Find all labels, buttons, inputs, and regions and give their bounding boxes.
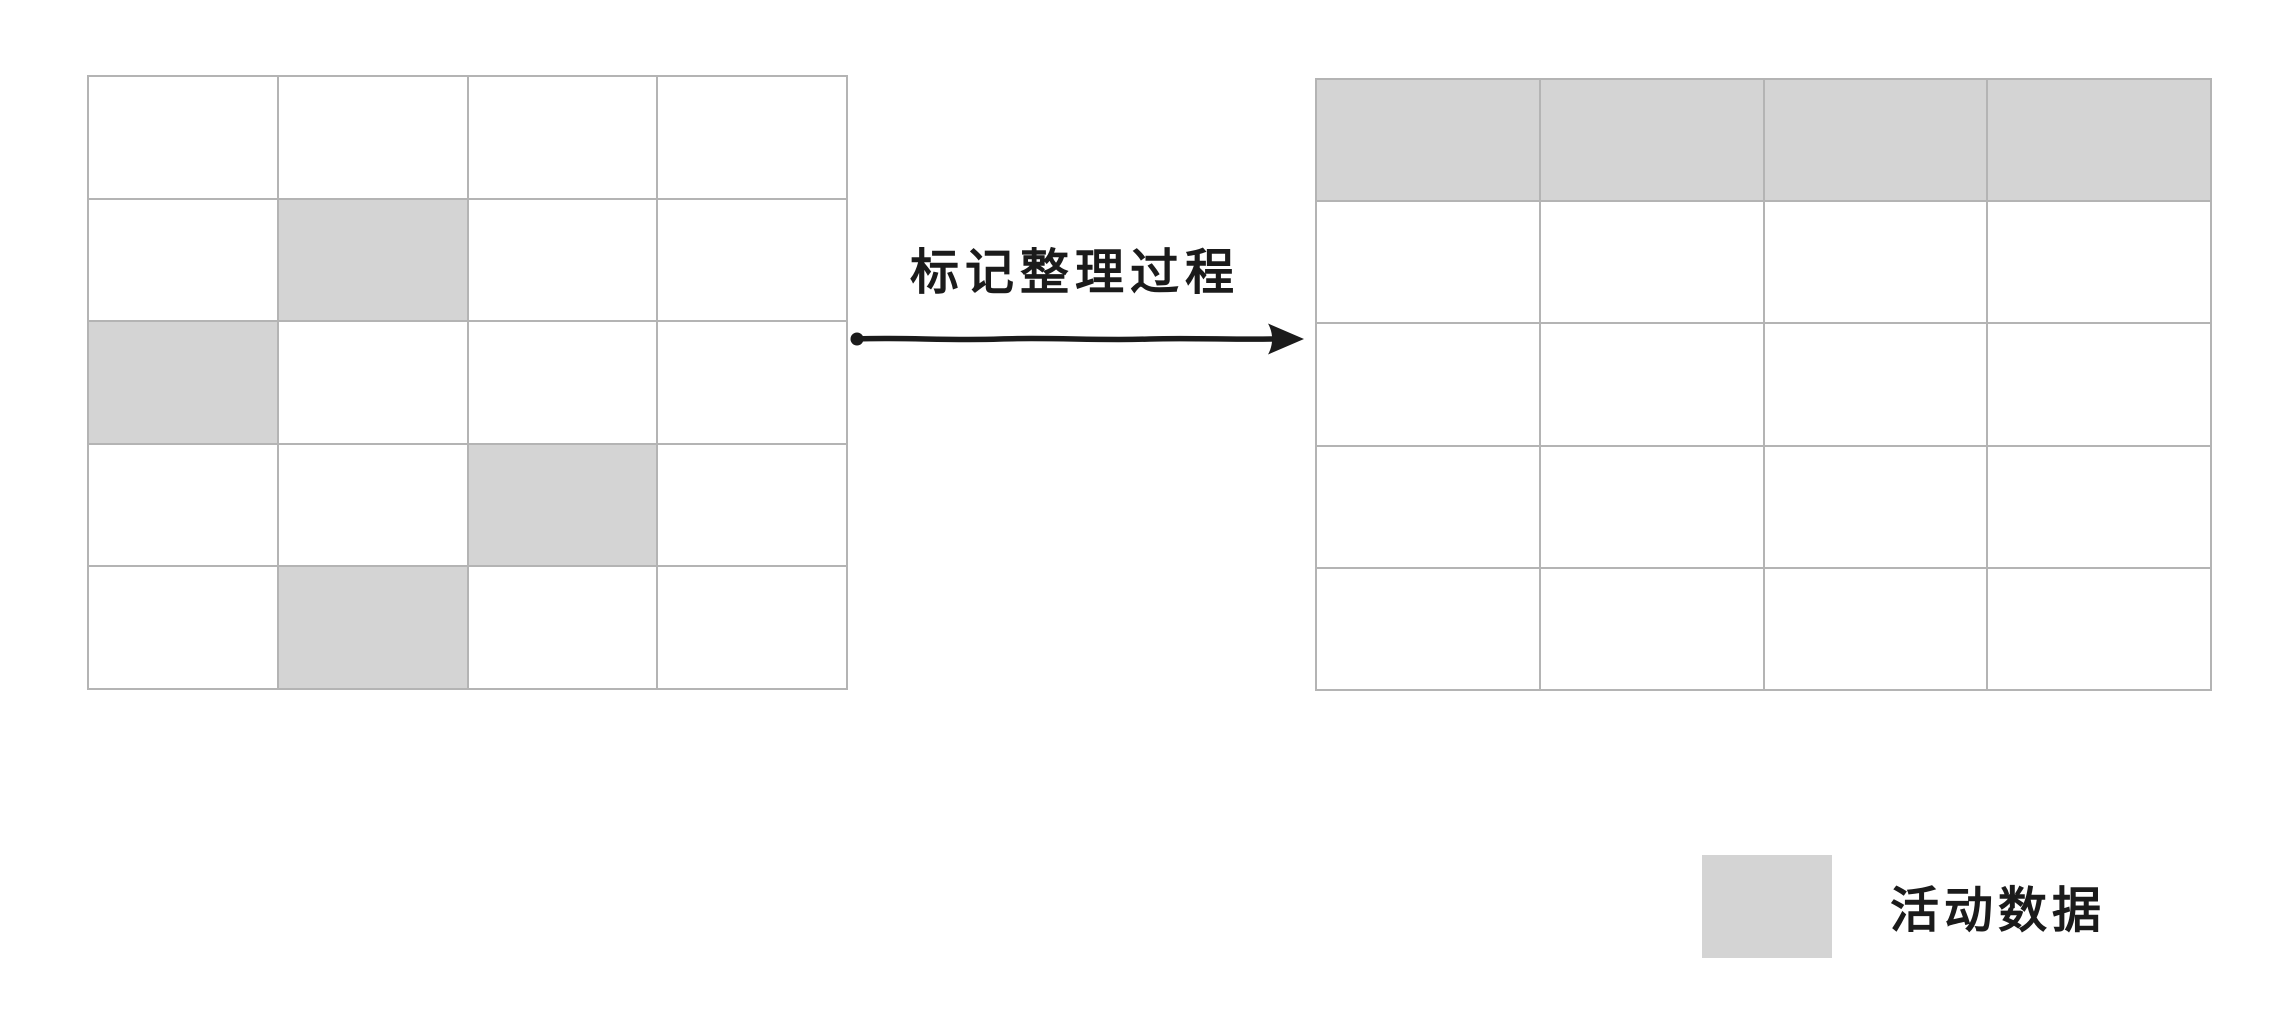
active-data-cell-r1c4 bbox=[1987, 79, 2211, 202]
active-data-cell-r5c2 bbox=[277, 566, 468, 689]
empty-cell-r4c2 bbox=[1539, 445, 1764, 568]
empty-cell-r1c3 bbox=[467, 76, 658, 199]
active-data-cell-r2c2 bbox=[277, 198, 468, 322]
empty-cell-r2c4 bbox=[1987, 201, 2211, 324]
empty-cell-r5c2 bbox=[1539, 567, 1764, 690]
empty-cell-r3c3 bbox=[467, 321, 658, 444]
empty-cell-r1c2 bbox=[277, 76, 468, 199]
source-memory-grid bbox=[87, 75, 848, 690]
empty-cell-r4c4 bbox=[657, 443, 847, 567]
legend-active-data-swatch bbox=[1702, 855, 1832, 958]
empty-cell-r1c1 bbox=[88, 76, 278, 199]
empty-cell-r5c3 bbox=[1763, 567, 1988, 690]
empty-cell-r1c4 bbox=[657, 76, 847, 199]
empty-cell-r4c2 bbox=[277, 443, 468, 567]
empty-cell-r3c2 bbox=[1539, 323, 1764, 446]
empty-cell-r5c1 bbox=[1316, 567, 1540, 690]
empty-cell-r3c1 bbox=[1316, 323, 1540, 446]
empty-cell-r5c1 bbox=[88, 566, 278, 689]
active-data-cell-r4c3 bbox=[467, 443, 658, 567]
empty-cell-r3c3 bbox=[1763, 323, 1988, 446]
empty-cell-r2c3 bbox=[467, 198, 658, 322]
empty-cell-r2c4 bbox=[657, 198, 847, 322]
active-data-cell-r1c3 bbox=[1763, 79, 1988, 202]
empty-cell-r5c4 bbox=[657, 566, 847, 689]
empty-cell-r2c1 bbox=[88, 198, 278, 322]
empty-cell-r2c3 bbox=[1763, 201, 1988, 324]
active-data-cell-r1c2 bbox=[1539, 79, 1764, 202]
empty-cell-r3c4 bbox=[1987, 323, 2211, 446]
empty-cell-r2c2 bbox=[1539, 201, 1764, 324]
empty-cell-r4c1 bbox=[1316, 445, 1540, 568]
active-data-cell-r3c1 bbox=[88, 321, 278, 444]
legend: 活动数据 bbox=[1702, 855, 2106, 958]
empty-cell-r4c4 bbox=[1987, 445, 2211, 568]
empty-cell-r3c2 bbox=[277, 321, 468, 444]
active-data-cell-r1c1 bbox=[1316, 79, 1540, 202]
legend-label: 活动数据 bbox=[1890, 882, 2107, 939]
compacted-memory-grid bbox=[1315, 78, 2212, 691]
empty-cell-r4c3 bbox=[1763, 445, 1988, 568]
empty-cell-r2c1 bbox=[1316, 201, 1540, 324]
empty-cell-r3c4 bbox=[657, 321, 847, 444]
empty-cell-r4c1 bbox=[88, 443, 278, 567]
right-arrow-icon bbox=[850, 323, 1304, 355]
empty-cell-r5c3 bbox=[467, 566, 658, 689]
process-arrow-label: 标记整理过程 bbox=[909, 244, 1240, 301]
empty-cell-r5c4 bbox=[1987, 567, 2211, 690]
